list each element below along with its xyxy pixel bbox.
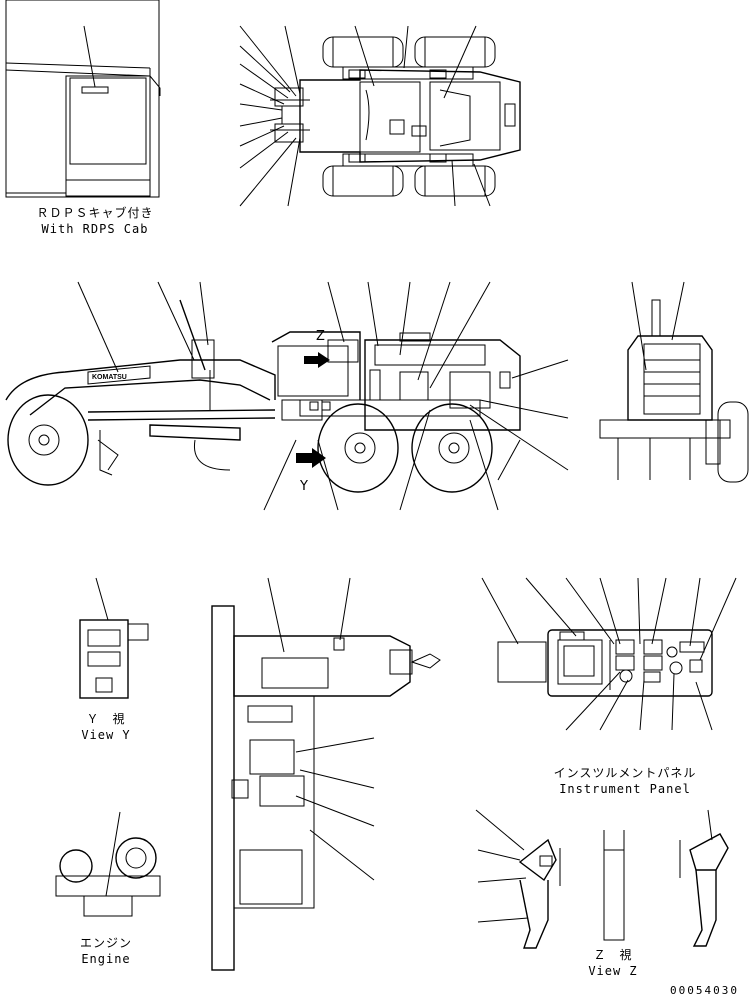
view-y-label-en: View Y	[81, 728, 131, 742]
engine-detail	[55, 811, 161, 917]
rear-view	[599, 281, 749, 483]
instrument-panel-detail	[481, 577, 737, 731]
view-z-label-en: View Z	[588, 964, 638, 978]
view-z-detail	[475, 809, 729, 949]
drawing-code: 00054030	[670, 984, 739, 997]
panel-label-en: Instrument Panel	[559, 782, 691, 796]
marker-y: Y	[299, 479, 308, 494]
view-y-detail	[79, 577, 149, 699]
rops-label-en: With RDPS Cab	[41, 222, 149, 236]
rops-label-jp: ＲＤＰＳキャブ付き	[36, 206, 154, 220]
side-view: KOMATSU Z Y	[5, 281, 569, 511]
view-z-label-jp: Ｚ 視	[593, 948, 633, 962]
top-view	[239, 25, 521, 207]
console-detail	[211, 577, 441, 971]
arrow-y-icon	[296, 448, 326, 468]
panel-label-jp: インスツルメントパネル	[553, 766, 697, 780]
engine-label-en: Engine	[81, 952, 131, 966]
view-y-label-jp: Ｙ 視	[86, 712, 126, 726]
arrow-z-icon	[304, 352, 330, 368]
engine-label-jp: エンジン	[79, 936, 132, 950]
brand-text: KOMATSU	[92, 374, 127, 381]
rops-cab-detail	[5, 0, 161, 198]
marker-z: Z	[316, 329, 325, 344]
